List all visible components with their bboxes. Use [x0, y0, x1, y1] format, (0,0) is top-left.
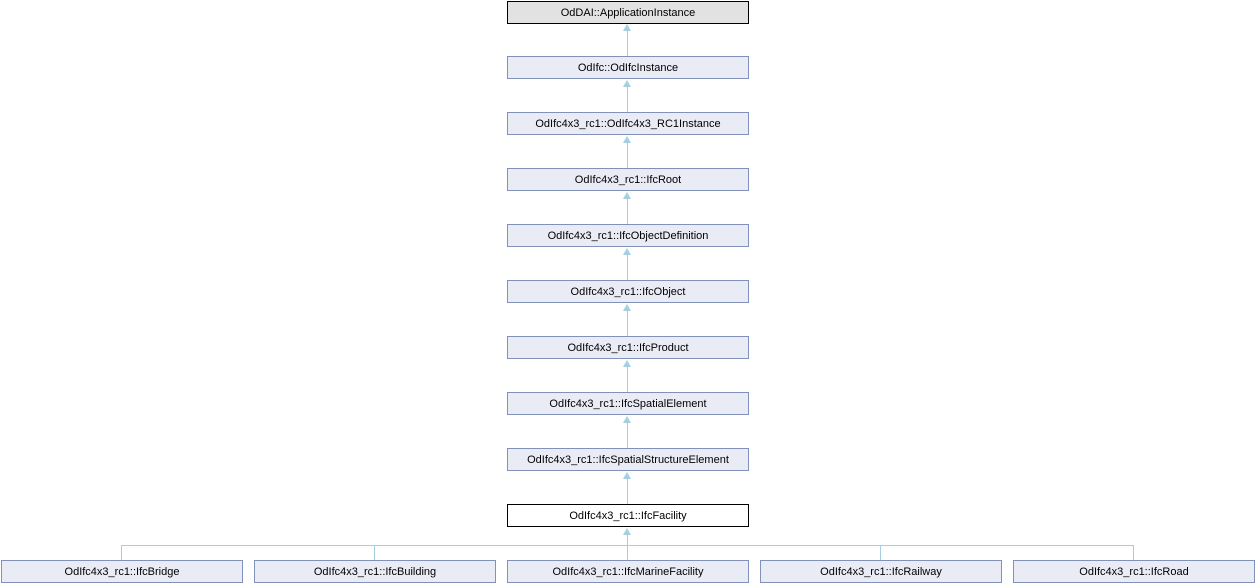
inheritance-arrowhead	[623, 472, 631, 479]
inheritance-edge	[627, 254, 628, 280]
inheritance-edge	[627, 198, 628, 224]
inheritance-edge	[627, 30, 628, 56]
inheritance-arrowhead	[623, 416, 631, 423]
child-edge-ifcbuilding	[374, 545, 375, 560]
inheritance-arrowhead	[623, 360, 631, 367]
child-edge-ifcmarinefacility	[627, 545, 628, 560]
class-name-label: OdIfc4x3_rc1::IfcBuilding	[313, 565, 437, 578]
inheritance-arrowhead	[623, 192, 631, 199]
class-node-oddai-applicationinstance: OdDAI::ApplicationInstance	[507, 1, 749, 24]
class-name-label: OdIfc4x3_rc1::IfcObjectDefinition	[547, 229, 709, 242]
class-node-ifcspatialelement[interactable]: OdIfc4x3_rc1::IfcSpatialElement	[507, 392, 749, 415]
class-name-label: OdIfc::OdIfcInstance	[577, 61, 679, 74]
class-node-ifcobjectdefinition[interactable]: OdIfc4x3_rc1::IfcObjectDefinition	[507, 224, 749, 247]
class-name-label: OdIfc4x3_rc1::IfcSpatialElement	[549, 397, 707, 410]
inheritance-edge	[627, 534, 628, 545]
class-name-label: OdIfc4x3_rc1::IfcProduct	[567, 341, 689, 354]
class-node-odifc4x3-rc1instance[interactable]: OdIfc4x3_rc1::OdIfc4x3_RC1Instance	[507, 112, 749, 135]
class-node-ifcobject[interactable]: OdIfc4x3_rc1::IfcObject	[507, 280, 749, 303]
class-name-label: OdDAI::ApplicationInstance	[560, 6, 696, 19]
class-name-label: OdIfc4x3_rc1::IfcObject	[570, 285, 686, 298]
inheritance-arrowhead	[623, 80, 631, 87]
inheritance-edge	[627, 478, 628, 504]
inheritance-arrowhead	[623, 528, 631, 535]
class-node-ifcmarinefacility[interactable]: OdIfc4x3_rc1::IfcMarineFacility	[507, 560, 749, 583]
inheritance-arrowhead	[623, 136, 631, 143]
class-node-ifcbridge[interactable]: OdIfc4x3_rc1::IfcBridge	[1, 560, 243, 583]
inheritance-edge	[627, 366, 628, 392]
class-node-ifcbuilding[interactable]: OdIfc4x3_rc1::IfcBuilding	[254, 560, 496, 583]
inheritance-edge	[627, 422, 628, 448]
inheritance-edge	[627, 310, 628, 336]
class-name-label: OdIfc4x3_rc1::IfcRoot	[574, 173, 682, 186]
class-node-ifcroot[interactable]: OdIfc4x3_rc1::IfcRoot	[507, 168, 749, 191]
class-name-label: OdIfc4x3_rc1::IfcMarineFacility	[552, 565, 704, 578]
child-edge-ifcrailway	[880, 545, 881, 560]
class-node-odifc-odifcinstance[interactable]: OdIfc::OdIfcInstance	[507, 56, 749, 79]
inheritance-arrowhead	[623, 304, 631, 311]
child-edge-ifcbridge	[121, 545, 122, 560]
inheritance-edge	[627, 142, 628, 168]
class-node-ifcfacility-current: OdIfc4x3_rc1::IfcFacility	[507, 504, 749, 527]
inheritance-edge	[627, 86, 628, 112]
class-node-ifcspatialstructureelement[interactable]: OdIfc4x3_rc1::IfcSpatialStructureElement	[507, 448, 749, 471]
class-name-label: OdIfc4x3_rc1::IfcSpatialStructureElement	[527, 453, 729, 466]
class-node-ifcrailway[interactable]: OdIfc4x3_rc1::IfcRailway	[760, 560, 1002, 583]
class-name-label: OdIfc4x3_rc1::IfcRailway	[820, 565, 942, 578]
class-name-label: OdIfc4x3_rc1::IfcBridge	[64, 565, 180, 578]
inheritance-arrowhead	[623, 24, 631, 31]
inheritance-arrowhead	[623, 248, 631, 255]
class-node-ifcproduct[interactable]: OdIfc4x3_rc1::IfcProduct	[507, 336, 749, 359]
class-name-label: OdIfc4x3_rc1::OdIfc4x3_RC1Instance	[535, 117, 721, 130]
class-node-ifcroad[interactable]: OdIfc4x3_rc1::IfcRoad	[1013, 560, 1255, 583]
class-name-label: OdIfc4x3_rc1::IfcRoad	[1079, 565, 1189, 578]
class-name-label: OdIfc4x3_rc1::IfcFacility	[569, 509, 687, 522]
child-edge-ifcroad	[1133, 545, 1134, 560]
